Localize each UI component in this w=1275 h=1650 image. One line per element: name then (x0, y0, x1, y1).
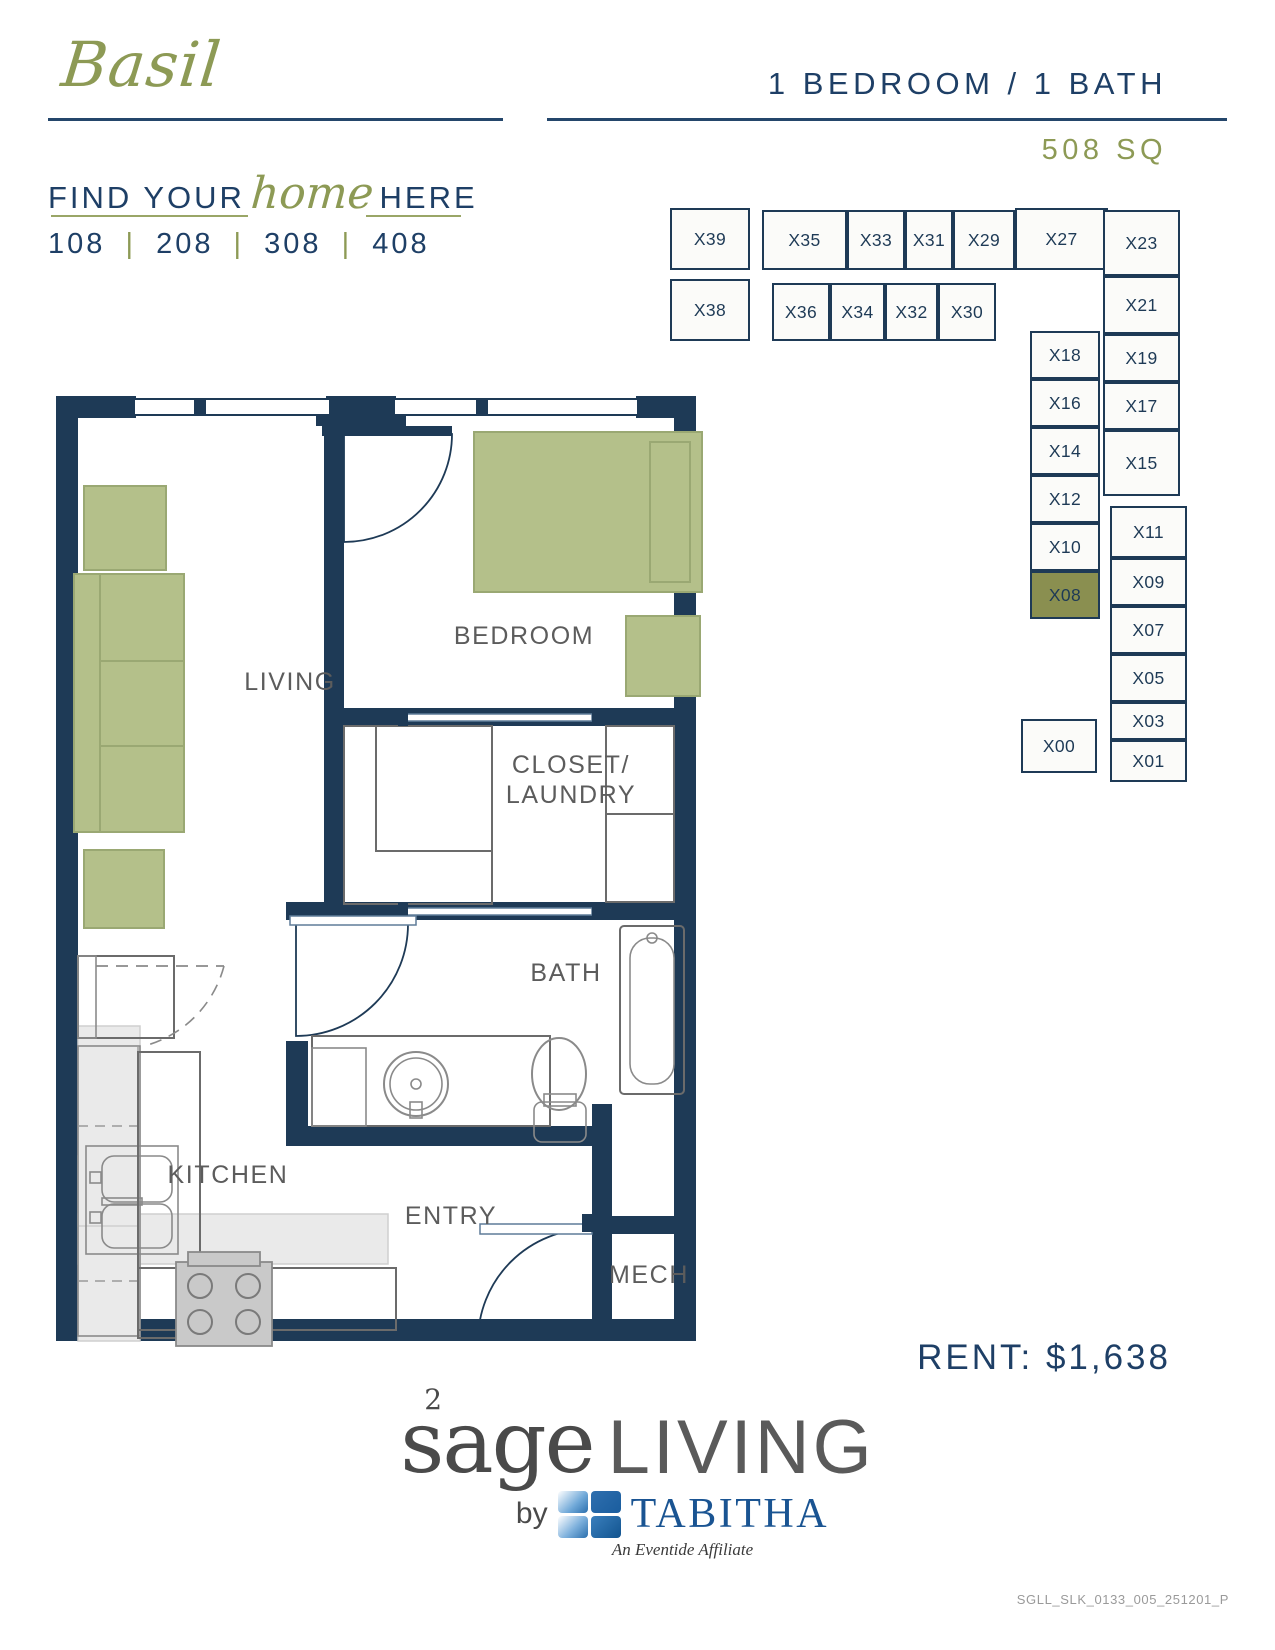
keymap-unit-label: X10 (1048, 536, 1082, 557)
keymap-unit-x15[interactable]: X15 (1103, 430, 1180, 496)
room-label-mech: MECH (609, 1261, 689, 1289)
keymap-unit-x38[interactable]: X38 (670, 279, 750, 341)
keymap-unit-label: X32 (895, 301, 928, 322)
brand-sage: 2 sage (400, 1386, 595, 1487)
unit-number-208[interactable]: 208 (156, 228, 214, 260)
brand-living: LIVING (607, 1405, 875, 1490)
affiliate-text: An Eventide Affiliate (611, 1540, 754, 1559)
keymap-unit-x11[interactable]: X11 (1110, 506, 1187, 558)
keymap-unit-x09[interactable]: X09 (1110, 558, 1187, 606)
keymap-unit-x18[interactable]: X18 (1030, 331, 1100, 379)
keymap-unit-x03[interactable]: X03 (1110, 702, 1187, 740)
partner-name: TABITHA (630, 1491, 830, 1537)
keymap-unit-label: X15 (1125, 452, 1158, 473)
keymap-unit-label: X07 (1132, 619, 1165, 640)
keymap-unit-label: X27 (1045, 228, 1078, 249)
keymap-unit-x19[interactable]: X19 (1103, 334, 1180, 382)
keymap-unit-label: X19 (1125, 347, 1158, 368)
keymap-unit-x17[interactable]: X17 (1103, 382, 1180, 430)
keymap-unit-label: X00 (1042, 735, 1076, 756)
keymap-unit-label: X08 (1048, 584, 1082, 605)
keymap-unit-x00[interactable]: X00 (1021, 719, 1097, 773)
keymap-unit-x16[interactable]: X16 (1030, 379, 1100, 427)
keymap-unit-label: X16 (1048, 392, 1082, 413)
keymap-unit-x39[interactable]: X39 (670, 208, 750, 270)
document-code: SGLL_SLK_0133_005_251201_P (1016, 1592, 1229, 1607)
keymap-unit-x01[interactable]: X01 (1110, 740, 1187, 782)
keymap-unit-label: X17 (1125, 395, 1158, 416)
footer-branding: 2 sage LIVING by TABITHA An Eventide Aff… (0, 1386, 1275, 1560)
keymap-unit-label: X01 (1132, 750, 1165, 771)
keymap-unit-label: X14 (1048, 440, 1082, 461)
keymap-unit-label: X34 (841, 301, 874, 322)
room-label-entry: ENTRY (405, 1202, 497, 1230)
find-underline-right (366, 215, 461, 217)
unit-separator: | (233, 228, 245, 260)
keymap-unit-label: X12 (1048, 488, 1082, 509)
keymap-unit-x08[interactable]: X08 (1030, 571, 1100, 619)
room-label-kitchen: KITCHEN (168, 1161, 289, 1189)
keymap-unit-label: X33 (859, 229, 893, 250)
keymap-unit-label: X30 (950, 301, 984, 322)
find-your-home-here: FIND YOUR home HERE (48, 168, 478, 219)
page-title: Basil (58, 28, 225, 101)
unit-number-308[interactable]: 308 (264, 228, 322, 260)
keymap-unit-x10[interactable]: X10 (1030, 523, 1100, 571)
keymap-unit-x14[interactable]: X14 (1030, 427, 1100, 475)
square-footage-label: 508 SQ (1041, 134, 1167, 166)
room-label-laundry: LAUNDRY (506, 781, 636, 809)
keymap-unit-label: X35 (788, 229, 821, 250)
header-rule-right (547, 118, 1227, 121)
keymap-unit-x23[interactable]: X23 (1103, 210, 1180, 276)
keymap-unit-x31[interactable]: X31 (905, 210, 953, 270)
keymap-unit-label: X38 (693, 299, 727, 320)
keymap-unit-label: X36 (784, 301, 818, 322)
brand-sage-text: sage (400, 1393, 595, 1493)
unit-number-list: 108 | 208 | 308 | 408 (48, 228, 430, 261)
by-text: by (515, 1497, 548, 1530)
keymap-unit-x29[interactable]: X29 (953, 210, 1015, 270)
find-prefix: FIND YOUR (48, 180, 245, 215)
keymap-unit-x32[interactable]: X32 (885, 283, 938, 341)
keymap-unit-x12[interactable]: X12 (1030, 475, 1100, 523)
keymap-unit-x33[interactable]: X33 (847, 210, 905, 270)
unit-separator: | (341, 228, 353, 260)
find-suffix: HERE (379, 180, 478, 215)
keymap-unit-x35[interactable]: X35 (762, 210, 847, 270)
keymap-unit-label: X03 (1132, 710, 1165, 731)
brand-superscript: 2 (424, 1383, 442, 1416)
header-rule-left (48, 118, 503, 121)
keymap-unit-label: X05 (1132, 667, 1165, 688)
keymap-unit-label: X21 (1125, 294, 1158, 315)
tabitha-logo-icon (557, 1490, 621, 1538)
find-underline-left (51, 215, 248, 217)
room-label-closet: CLOSET/ (512, 751, 630, 779)
floor-plan-drawing: .w { fill:#1e3a56; } .thin { fill:none; … (46, 386, 746, 1361)
keymap-unit-label: X31 (912, 229, 946, 250)
unit-number-408[interactable]: 408 (372, 228, 430, 260)
keymap-unit-x30[interactable]: X30 (938, 283, 996, 341)
keymap-unit-x21[interactable]: X21 (1103, 276, 1180, 334)
keymap-unit-label: X11 (1132, 521, 1165, 542)
room-label-bath: BATH (530, 959, 601, 987)
beds-baths-label: 1 BEDROOM / 1 BATH (767, 66, 1167, 101)
room-label-living: LIVING (244, 668, 336, 696)
keymap-unit-label: X09 (1132, 571, 1165, 592)
keymap-unit-label: X29 (967, 229, 1001, 250)
unit-separator: | (125, 228, 136, 260)
room-label-bedroom: BEDROOM (454, 622, 594, 650)
unit-number-108[interactable]: 108 (48, 228, 106, 260)
keymap-unit-x05[interactable]: X05 (1110, 654, 1187, 702)
keymap-unit-label: X39 (693, 228, 727, 249)
keymap-unit-label: X23 (1125, 232, 1158, 253)
find-script-word: home (249, 168, 376, 219)
rent-label: RENT: $1,638 (917, 1338, 1171, 1377)
keymap-unit-x27[interactable]: X27 (1015, 208, 1108, 270)
keymap-unit-x07[interactable]: X07 (1110, 606, 1187, 654)
keymap-unit-label: X18 (1048, 344, 1082, 365)
keymap-unit-x36[interactable]: X36 (772, 283, 830, 341)
keymap-unit-x34[interactable]: X34 (830, 283, 885, 341)
